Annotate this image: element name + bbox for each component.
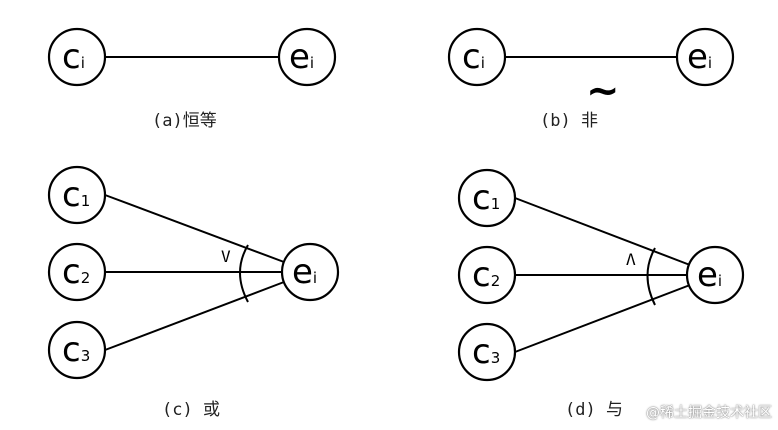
and-arc xyxy=(646,247,656,306)
node-c-cause-1: c1 xyxy=(47,165,107,225)
watermark: @稀土掘金技术社区 xyxy=(646,405,772,421)
panel-a-identity: ci ei (a)恒等 xyxy=(47,27,337,131)
node-a-cause-main: ci xyxy=(62,37,85,77)
caption-d: (d) 与 xyxy=(565,400,623,420)
or-symbol: V xyxy=(221,247,231,266)
node-d-cause-2: c2 xyxy=(457,245,517,305)
node-b-effect-main: ei xyxy=(687,37,712,77)
and-symbol: Λ xyxy=(626,250,636,269)
node-d-effect: ei xyxy=(685,245,745,305)
node-a-effect: ei xyxy=(277,27,337,87)
edge-c-1 xyxy=(104,194,285,263)
node-a-effect-main: ei xyxy=(289,37,314,77)
node-b-cause-main: ci xyxy=(462,37,485,77)
svg-text:c3: c3 xyxy=(62,330,90,370)
node-c-cause-3: c3 xyxy=(47,320,107,380)
node-b-effect: ei xyxy=(675,27,735,87)
panel-c-or: V c1 c2 c3 ei (c) 或 xyxy=(47,165,340,420)
svg-text:ei: ei xyxy=(292,252,317,292)
or-arc xyxy=(239,244,249,303)
svg-text:c3: c3 xyxy=(472,332,500,372)
edge-d-1 xyxy=(514,197,691,266)
caption-c: (c) 或 xyxy=(162,400,220,420)
node-d-cause-3: c3 xyxy=(457,322,517,382)
node-d-cause-1: c1 xyxy=(457,168,517,228)
panel-b-not: ci ei ~ (b) 非 xyxy=(447,27,735,131)
edge-c-3 xyxy=(104,281,285,351)
not-symbol: ~ xyxy=(586,68,620,114)
node-a-cause: ci xyxy=(47,27,107,87)
svg-text:c2: c2 xyxy=(472,255,500,295)
node-c-effect: ei xyxy=(280,242,340,302)
svg-text:c1: c1 xyxy=(472,178,500,218)
panel-d-and: Λ c1 c2 c3 ei (d) 与 xyxy=(457,168,745,420)
svg-text:c2: c2 xyxy=(62,252,90,292)
svg-text:ei: ei xyxy=(697,255,722,295)
caption-a: (a)恒等 xyxy=(152,111,217,131)
node-b-cause: ci xyxy=(447,27,507,87)
svg-text:c1: c1 xyxy=(62,175,90,215)
node-c-cause-2: c2 xyxy=(47,242,107,302)
edge-d-3 xyxy=(514,284,691,353)
caption-b: (b) 非 xyxy=(540,111,598,131)
